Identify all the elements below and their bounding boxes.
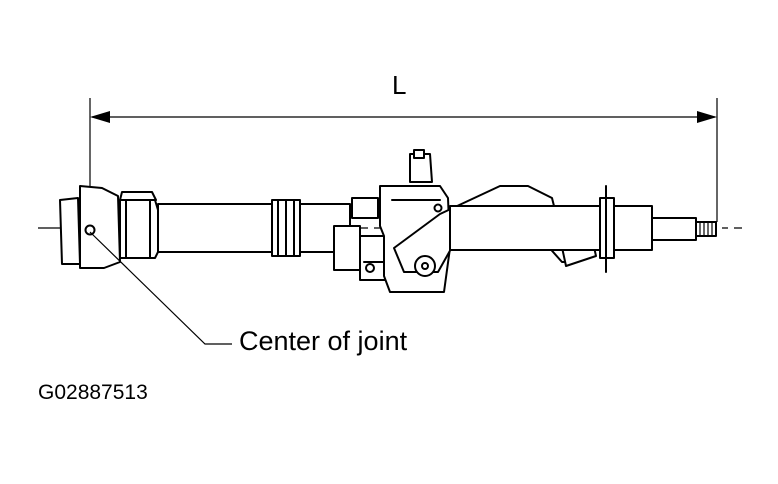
joint-stub (59, 197, 81, 265)
center-of-joint-leader (89, 231, 232, 345)
lower-tube (157, 203, 273, 253)
shaft-step (651, 217, 697, 241)
clamp-top (119, 191, 157, 201)
upper-tube-body (449, 205, 601, 251)
pivot-center (421, 262, 429, 270)
small-clamp (351, 197, 379, 219)
dimension-l (89, 98, 718, 222)
lower-block-bolt (365, 263, 375, 273)
pivot-bolt (414, 255, 436, 277)
side-plate (333, 225, 361, 271)
column-tube (157, 199, 351, 257)
left-arrowhead (90, 111, 110, 123)
dimension-label: L (392, 70, 407, 100)
bracket-hole (433, 203, 443, 213)
universal-joint (59, 185, 121, 269)
center-of-joint-label: Center of joint (239, 326, 408, 356)
shaft-boss (613, 205, 653, 251)
figure-id: G02887513 (38, 381, 148, 404)
shaft-spline (695, 221, 717, 237)
right-arrowhead (697, 111, 717, 123)
steering-shaft (613, 205, 717, 251)
joint-center-bolt (84, 224, 96, 236)
clamp-sleeve (119, 191, 159, 259)
lock-cap (413, 149, 425, 159)
upper-tube (449, 185, 615, 273)
